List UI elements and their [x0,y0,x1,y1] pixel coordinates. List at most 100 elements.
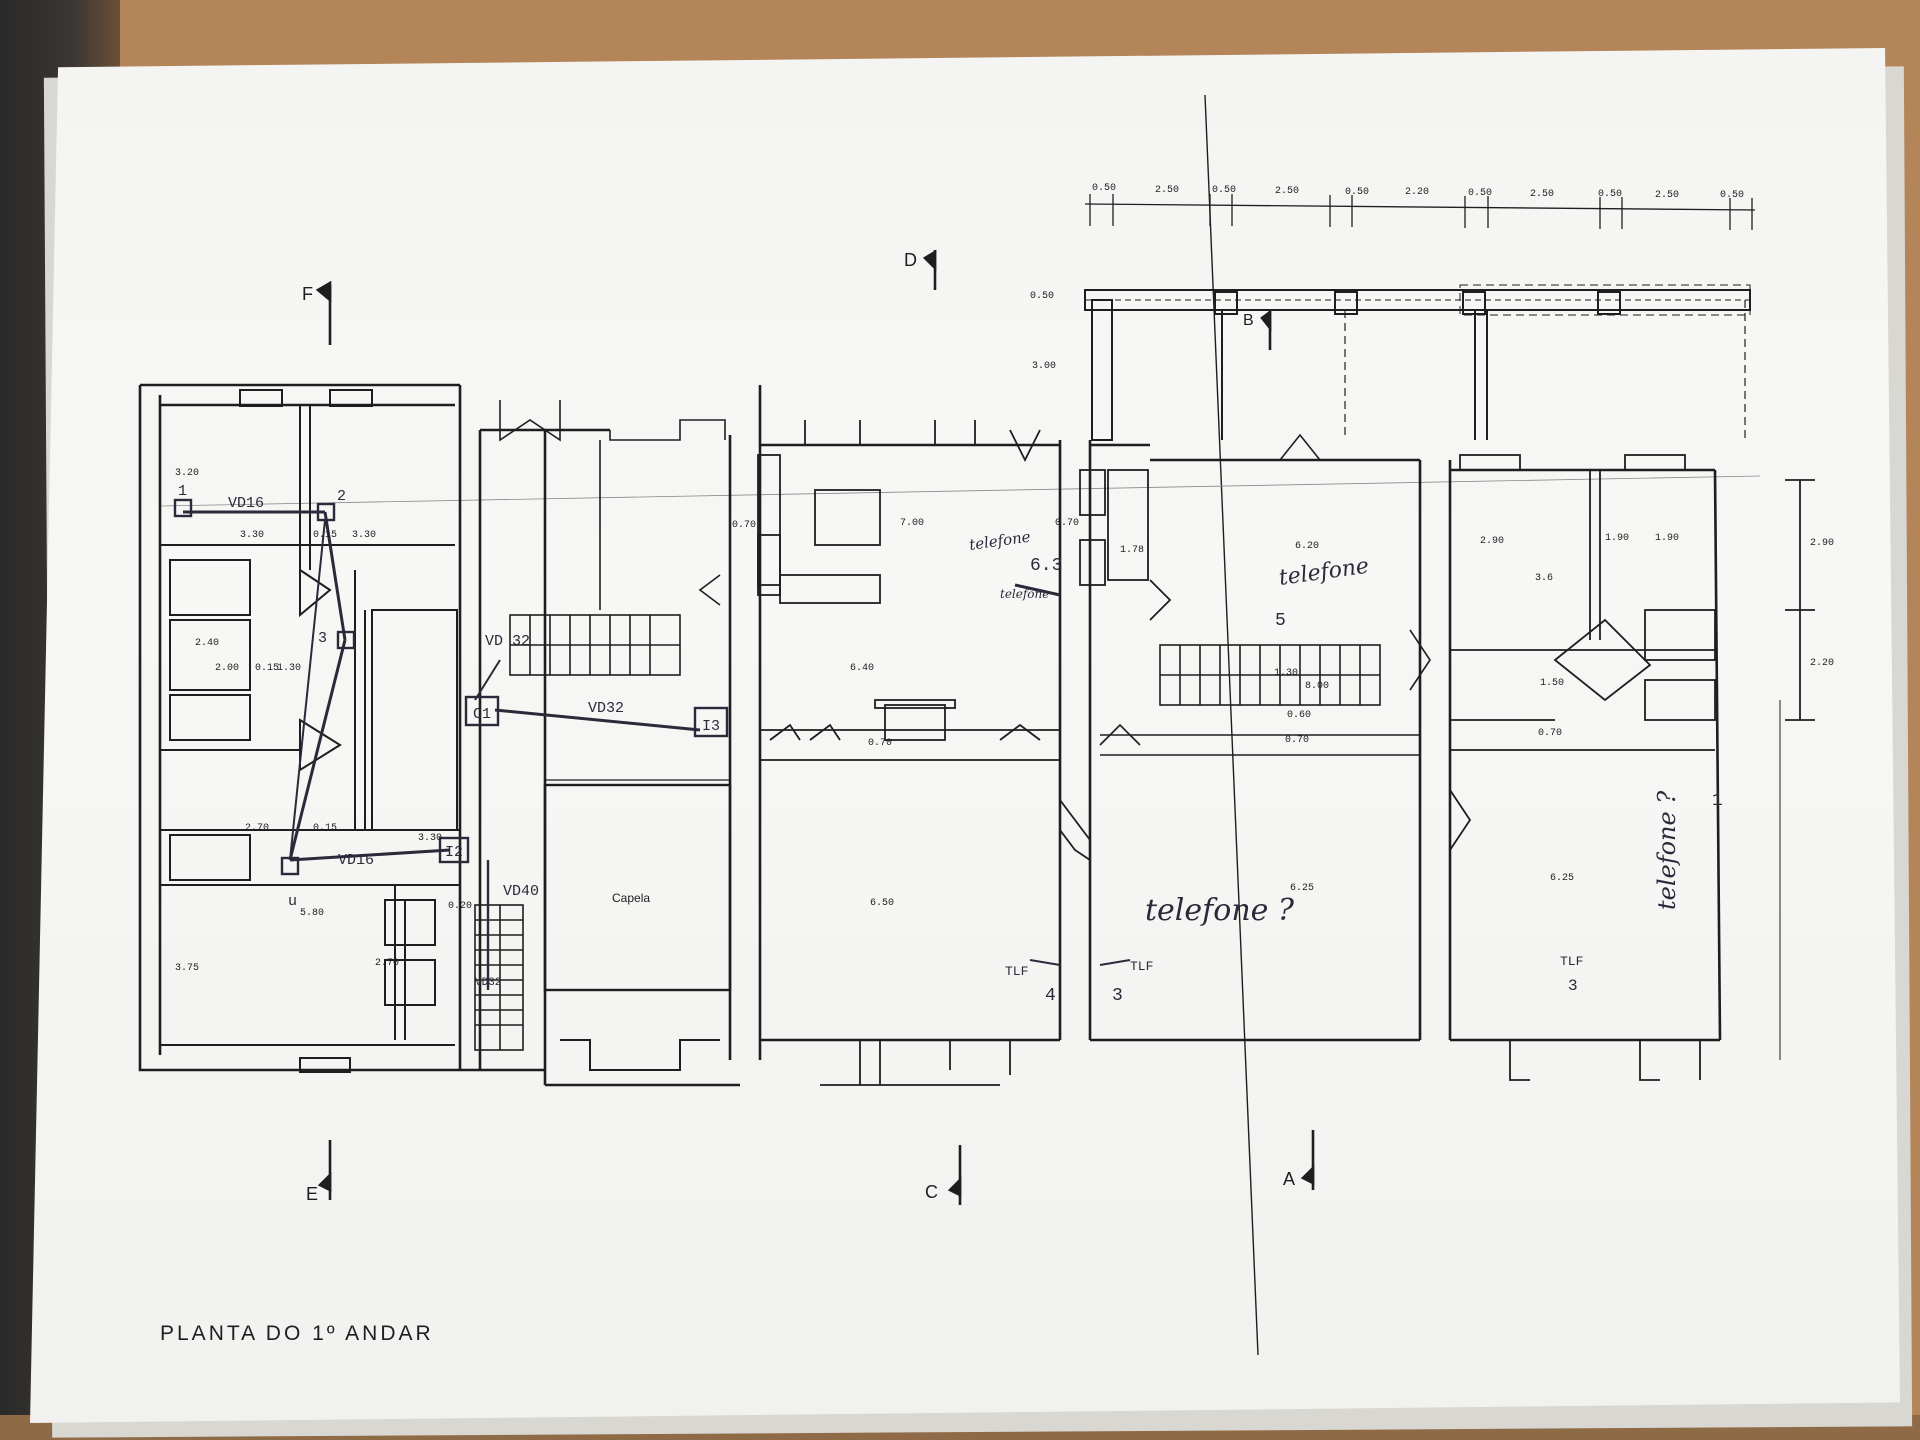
dim-270a: 2.70 [245,823,269,834]
dim-070b: 0.70 [1055,518,1079,529]
pergola-structure [1084,284,1751,441]
central-stairs [474,400,726,1051]
electrical-markup [183,510,1131,990]
dim-190a: 1.90 [1605,533,1629,544]
dim-150: 1.50 [1540,678,1564,689]
dim-375: 3.75 [175,963,199,974]
label-num-4: 4 [1045,986,1056,1006]
dim-015b: 0.15 [255,663,279,674]
dim-050: 0.50 [1030,291,1054,302]
markup-boxes [173,498,729,876]
label-vd40: VD40 [503,883,539,900]
dim-070e: 0.70 [1538,728,1562,739]
note-telefone-3: telefone ? [1145,893,1295,928]
left-apartment-walls [160,389,460,1073]
dim-top-3: 0.50 [1212,185,1236,196]
label-num-1b: 1 [1712,791,1723,811]
label-tlf-b: TLF [1130,959,1153,974]
dim-200: 2.00 [215,663,239,674]
dim-130b: 1.30 [1274,668,1298,679]
dim-070a: 0.70 [732,520,756,531]
label-box-3: 3 [318,630,327,647]
label-vd32-stair: VD 32 [485,633,530,650]
middle-apartment-walls [757,420,1172,1086]
label-box-i2: I2 [445,844,463,861]
guide-line-horizontal [159,475,1761,507]
dim-top-1: 0.50 [1092,183,1116,194]
label-num-3: 3 [1112,986,1123,1006]
note-telefone-4: telefone [1277,554,1370,591]
dim-620: 6.20 [1295,541,1319,552]
dim-020: 0.20 [448,901,472,912]
dim-700: 7.00 [900,518,924,529]
label-box-c1: C1 [473,706,491,723]
label-num-3b: 3 [1568,977,1578,995]
dim-36: 3.6 [1535,573,1553,584]
dim-190b: 1.90 [1655,533,1679,544]
dim-top-2: 2.50 [1155,185,1179,196]
section-marker-d: D [904,250,917,270]
dim-015c: 0.15 [313,823,337,834]
right-apartment-walls [1449,454,1815,1081]
right-stairs [1099,433,1431,756]
label-note-63: 6.3 [1030,556,1062,576]
dim-290: 2.90 [1480,536,1504,547]
paper-sheet [30,48,1900,1423]
room-label-capela: Capela [612,891,650,905]
label-vd32-upper: VD32 [588,700,624,717]
section-marker-f: F [302,284,313,304]
section-marker-a: A [1283,1169,1295,1189]
guide-line-vertical [1204,94,1259,1356]
dim-top-9: 0.50 [1598,189,1622,200]
dim-240: 2.40 [195,638,219,649]
dim-650: 6.50 [870,898,894,909]
dim-330b: 3.30 [352,530,376,541]
section-marker-c: C [925,1182,938,1202]
label-tlf-a: TLF [1005,964,1028,979]
dim-640: 6.40 [850,663,874,674]
dim-top-4: 2.50 [1275,186,1299,197]
dim-top-10: 2.50 [1655,190,1679,201]
dim-178: 1.78 [1120,545,1144,556]
section-marker-b: B [1243,312,1254,329]
plan-title: PLANTA DO 1º ANDAR [160,1322,434,1345]
handwritten-notes: telefone telefone telefone telefone ? te… [968,528,1681,928]
dim-300: 3.00 [1032,361,1056,372]
top-dimension-labels: 0.50 2.50 0.50 2.50 0.50 2.20 0.50 2.50 … [1092,183,1744,201]
dim-top-7: 0.50 [1468,188,1492,199]
note-telefone-5: telefone ? [1653,791,1681,910]
dim-060: 0.60 [1287,710,1311,721]
section-marker-shapes [315,249,1315,1205]
top-dimension-chain [1084,194,1756,230]
dim-290b: 2.90 [1810,538,1834,549]
label-vd32-lower: VD32 [475,977,501,989]
label-tlf-c: TLF [1560,954,1583,969]
label-note-5: 5 [1275,611,1286,631]
dim-220: 2.20 [1810,658,1834,669]
dim-580: 5.80 [300,908,324,919]
label-num-1: 1 [178,483,187,500]
dim-top-5: 0.50 [1345,187,1369,198]
dim-070c: 0.70 [868,738,892,749]
dim-330a: 3.30 [240,530,264,541]
dim-top-8: 2.50 [1530,189,1554,200]
interior-dimension-labels: 3.20 3.30 0.15 3.30 2.40 2.00 0.15 1.30 … [175,291,1834,974]
chapel-room [543,779,732,1071]
label-num-2: 2 [337,488,346,505]
label-num-u: u [288,893,297,910]
markup-labels: VD16 VD16 VD 32 VD32 VD40 C1 I3 I2 3 1 2… [178,483,1723,1006]
dim-130a: 1.30 [277,663,301,674]
dim-800: 8.00 [1305,681,1329,692]
dim-320: 3.20 [175,468,199,479]
section-marker-e: E [306,1184,318,1204]
dim-625b: 6.25 [1550,873,1574,884]
note-telefone-1: telefone [968,528,1032,554]
note-telefone-2: telefone [1000,587,1049,601]
dim-070d: 0.70 [1285,735,1309,746]
building-outline [138,383,1722,1087]
label-vd16-bottom: VD16 [338,852,374,869]
dim-270b: 2.70 [375,958,399,969]
dim-030: 3.30 [418,833,442,844]
dim-625: 6.25 [1290,883,1314,894]
